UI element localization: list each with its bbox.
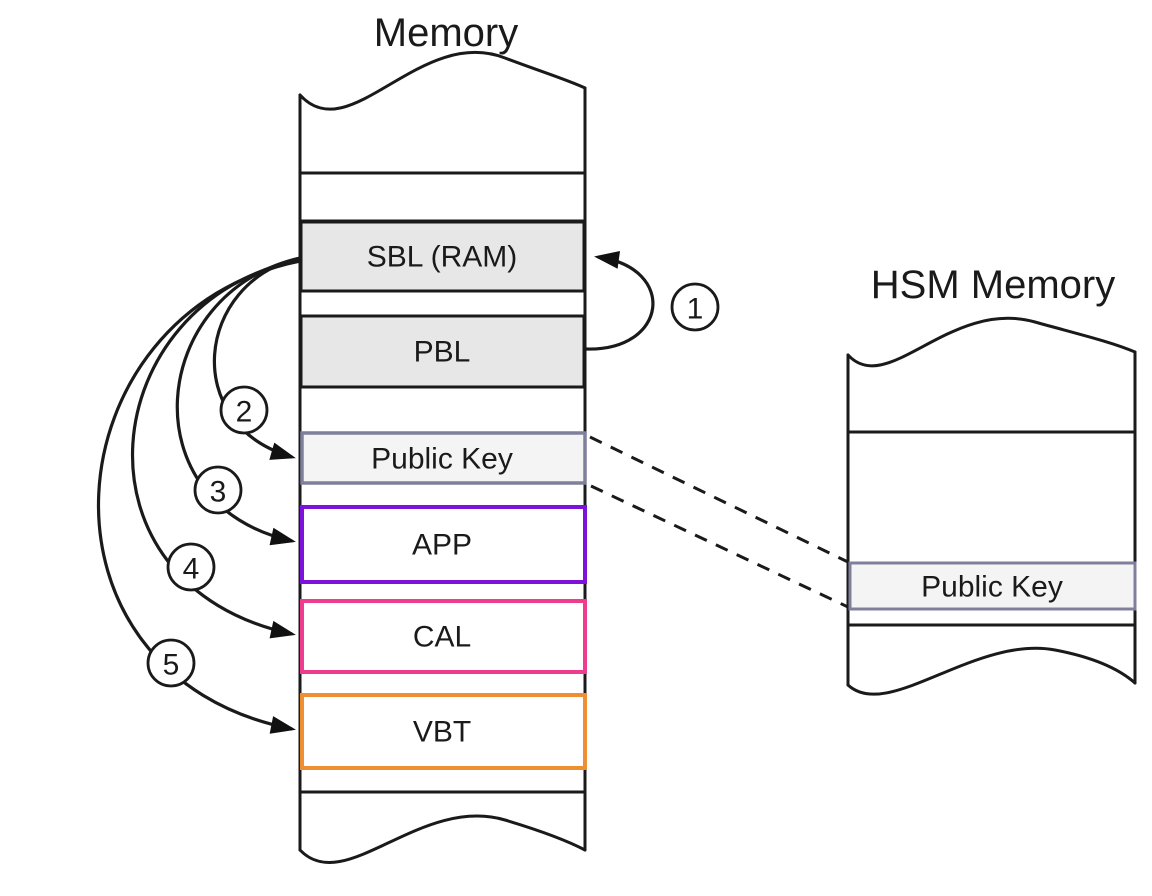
app-block-rect: [300, 505, 587, 584]
step-badges: 1 2 3 4 5: [146, 282, 720, 688]
arrow-step4-sbl-to-cal: [131, 258, 301, 639]
public-key-dashed-line-bottom: [590, 484, 849, 609]
step-badge-1: 1: [670, 282, 720, 332]
memory-block-public-key: Public Key: [300, 431, 587, 485]
memory-block-sbl: SBL (RAM): [299, 220, 586, 293]
step-badge-4-number: 4: [183, 553, 200, 586]
vbt-block-label: VBT: [413, 716, 471, 749]
step-badge-1-number: 1: [687, 293, 704, 326]
step-badge-4: 4: [166, 542, 216, 592]
hsm-memory-title: HSM Memory: [871, 263, 1115, 307]
step-badge-3: 3: [193, 465, 243, 515]
public-key-block-rect: [300, 431, 587, 485]
step-badge-2-number: 2: [236, 396, 253, 429]
hsm-memory-column: HSM Memory Public Key: [846, 263, 1137, 696]
pbl-block-label: PBL: [414, 336, 471, 369]
public-key-mapping-lines: [589, 435, 849, 609]
hsm-wavy-top: [846, 316, 1137, 368]
verification-arrows: [96, 250, 655, 734]
hsm-public-key-block-rect: [848, 561, 1137, 611]
memory-wavy-top: [298, 50, 587, 111]
memory-wavy-bottom: [298, 814, 587, 864]
step-badge-5-number: 5: [163, 649, 180, 682]
public-key-dashed-line-top: [589, 435, 849, 564]
arrow-step1-pbl-to-sbl: [584, 250, 655, 351]
step-badge-3-number: 3: [210, 476, 227, 509]
step-badge-5-circle: [146, 638, 196, 688]
memory-column: Memory SBL (RAM) PBL Public Key A: [298, 11, 587, 864]
cal-block-rect: [300, 599, 587, 674]
vbt-block-rect: [300, 693, 587, 770]
cal-block-label: CAL: [413, 621, 471, 654]
step-badge-4-circle: [166, 542, 216, 592]
memory-block-app: APP: [300, 505, 587, 584]
step-badge-1-circle: [670, 282, 720, 332]
pbl-block-rect: [299, 314, 586, 389]
arrow-step5-sbl-to-vbt: [96, 259, 301, 734]
hsm-block-public-key: Public Key: [848, 561, 1137, 611]
memory-block-vbt: VBT: [300, 693, 587, 770]
public-key-block-label: Public Key: [371, 443, 513, 476]
step-badge-5: 5: [146, 638, 196, 688]
memory-block-cal: CAL: [300, 599, 587, 674]
memory-block-pbl: PBL: [299, 314, 586, 389]
hsm-public-key-block-label: Public Key: [921, 571, 1063, 604]
step-badge-3-circle: [193, 465, 243, 515]
app-block-label: APP: [412, 529, 472, 562]
memory-title: Memory: [374, 11, 518, 55]
step-badge-2: 2: [219, 385, 269, 435]
arrow-step2-sbl-to-public-key: [212, 256, 301, 460]
step-badge-2-circle: [219, 385, 269, 435]
hsm-wavy-bottom: [846, 646, 1137, 696]
sbl-block-rect: [299, 220, 586, 293]
arrow-step3-sbl-to-app: [175, 256, 301, 546]
sbl-block-label: SBL (RAM): [367, 241, 518, 274]
